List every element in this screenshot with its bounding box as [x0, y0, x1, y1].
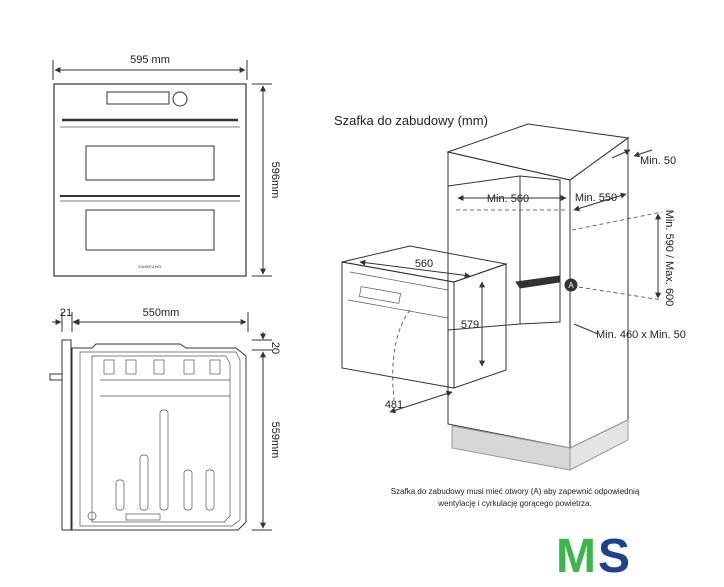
side-depth-label: 550mm: [143, 307, 180, 319]
oven-depth-label: 481: [385, 399, 403, 411]
note-line-1: Szafka do zabudowy musi mieć otwory (A) …: [391, 487, 640, 496]
cabinet-title: Szafka do zabudowy (mm): [334, 113, 488, 128]
logo-m: M: [556, 530, 596, 583]
side-top-gap-label: 20: [269, 342, 281, 354]
control-display: [106, 91, 170, 105]
height-range-label: Min. 590 / Max. 600: [663, 210, 675, 307]
marker-label: A: [568, 281, 574, 290]
upper-window: [85, 145, 215, 181]
opening-label: Min. 460 x Min. 50: [596, 329, 686, 341]
front-view: 595 mm SAMSUNG 596mm: [52, 54, 281, 277]
note-line-2: wentylację i cyrkulację gorącego powietr…: [437, 499, 591, 508]
side-view: 21 550mm 20 559mm: [49, 307, 281, 531]
cabinet-view: Szafka do zabudowy (mm) Min. 50 Min. 560…: [334, 113, 686, 508]
ms-logo: M S: [556, 530, 630, 583]
side-height-label: 559mm: [269, 422, 281, 459]
control-knob-icon: [172, 91, 188, 107]
cabinet-top: [446, 123, 630, 181]
side-handle: [49, 373, 63, 381]
lower-window: [85, 209, 215, 251]
brand-label: SAMSUNG: [138, 264, 162, 269]
logo-s: S: [598, 530, 630, 583]
vent-opening: [515, 275, 561, 289]
side-door-profile: [61, 339, 72, 531]
side-body: [71, 343, 247, 531]
oven-height-label: 579: [461, 319, 479, 331]
vent-marker-a-icon: [564, 278, 578, 292]
front-height-label: 596mm: [269, 162, 281, 199]
front-width-label: 595 mm: [130, 54, 170, 66]
min-depth2-label: Min. 550: [575, 192, 617, 204]
min-width-label: Min. 560: [487, 193, 529, 205]
oven-width-label: 560: [415, 258, 433, 270]
cabinet-right-side: [569, 137, 629, 449]
cabinet-plinth: [451, 425, 571, 471]
min-depth-label: Min. 50: [640, 155, 676, 167]
side-door-label: 21: [60, 307, 72, 319]
